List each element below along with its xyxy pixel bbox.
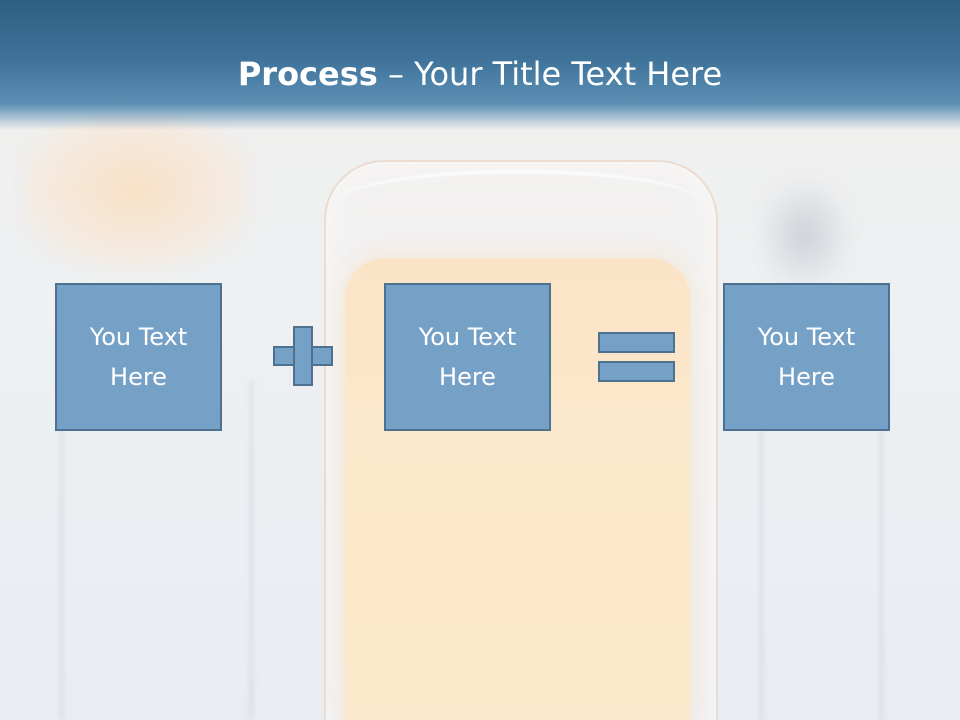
process-step-line2: Here	[778, 363, 835, 391]
equals-icon-top-bar[interactable]	[598, 332, 675, 353]
process-step-line1: You Text	[757, 323, 856, 351]
process-step-box-2[interactable]: You Text Here	[384, 283, 551, 431]
slide-title-rest: – Your Title Text Here	[377, 55, 723, 93]
table-plank-line	[880, 380, 883, 720]
equals-icon-bottom-bar[interactable]	[598, 361, 675, 382]
process-step-text: You Text Here	[737, 317, 877, 397]
process-step-text: You Text Here	[398, 317, 538, 397]
process-step-line2: Here	[439, 363, 496, 391]
process-step-box-3[interactable]: You Text Here	[723, 283, 890, 431]
plus-icon[interactable]	[273, 326, 333, 386]
title-bar	[0, 0, 960, 130]
background-blur-object	[760, 180, 850, 290]
background-blur-glass	[20, 110, 250, 270]
slide-title[interactable]: Process – Your Title Text Here	[0, 48, 960, 100]
table-plank-line	[250, 380, 253, 720]
process-step-line1: You Text	[89, 323, 188, 351]
table-plank-line	[60, 380, 63, 720]
glass-rim	[330, 170, 708, 243]
process-step-line2: Here	[110, 363, 167, 391]
slide-title-bold: Process	[237, 55, 378, 93]
process-step-text: You Text Here	[69, 317, 209, 397]
table-plank-line	[760, 380, 763, 720]
process-step-box-1[interactable]: You Text Here	[55, 283, 222, 431]
process-step-line1: You Text	[418, 323, 517, 351]
plus-icon-center	[295, 348, 311, 364]
